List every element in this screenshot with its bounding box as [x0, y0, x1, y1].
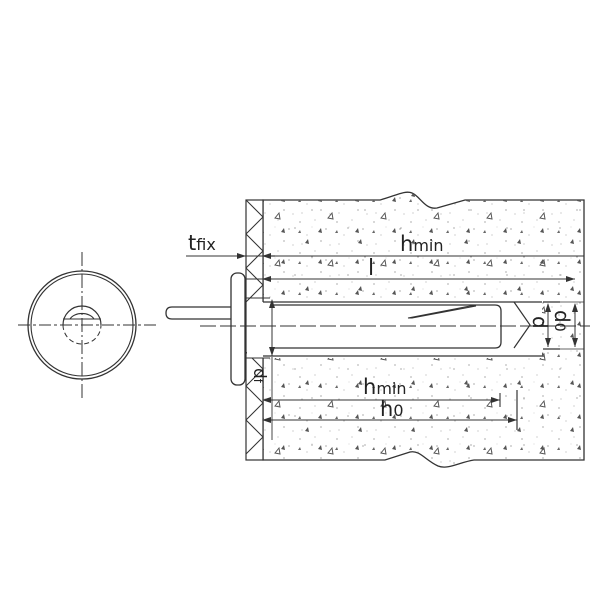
slot-inner [69, 312, 95, 320]
end-view [18, 252, 157, 400]
h0-label: h0 [380, 397, 404, 421]
section-view [165, 191, 590, 468]
slot-arc-hidden [62, 324, 102, 345]
d-label: d [528, 316, 552, 329]
hmin-top-label: hmin [400, 232, 443, 256]
tfix-label: tfix [188, 231, 216, 255]
df-label: df [249, 368, 269, 384]
sleeve-slit [407, 305, 477, 319]
d0-label: d0 [550, 310, 574, 332]
anchor-head [230, 272, 246, 386]
hmin-bottom-label: hmin [363, 375, 406, 399]
nail-pin [165, 306, 236, 320]
drill-tip [513, 301, 531, 349]
l-label: l [368, 256, 374, 281]
labels: tfix hmin l d d0 df hmin h0 [188, 231, 574, 421]
